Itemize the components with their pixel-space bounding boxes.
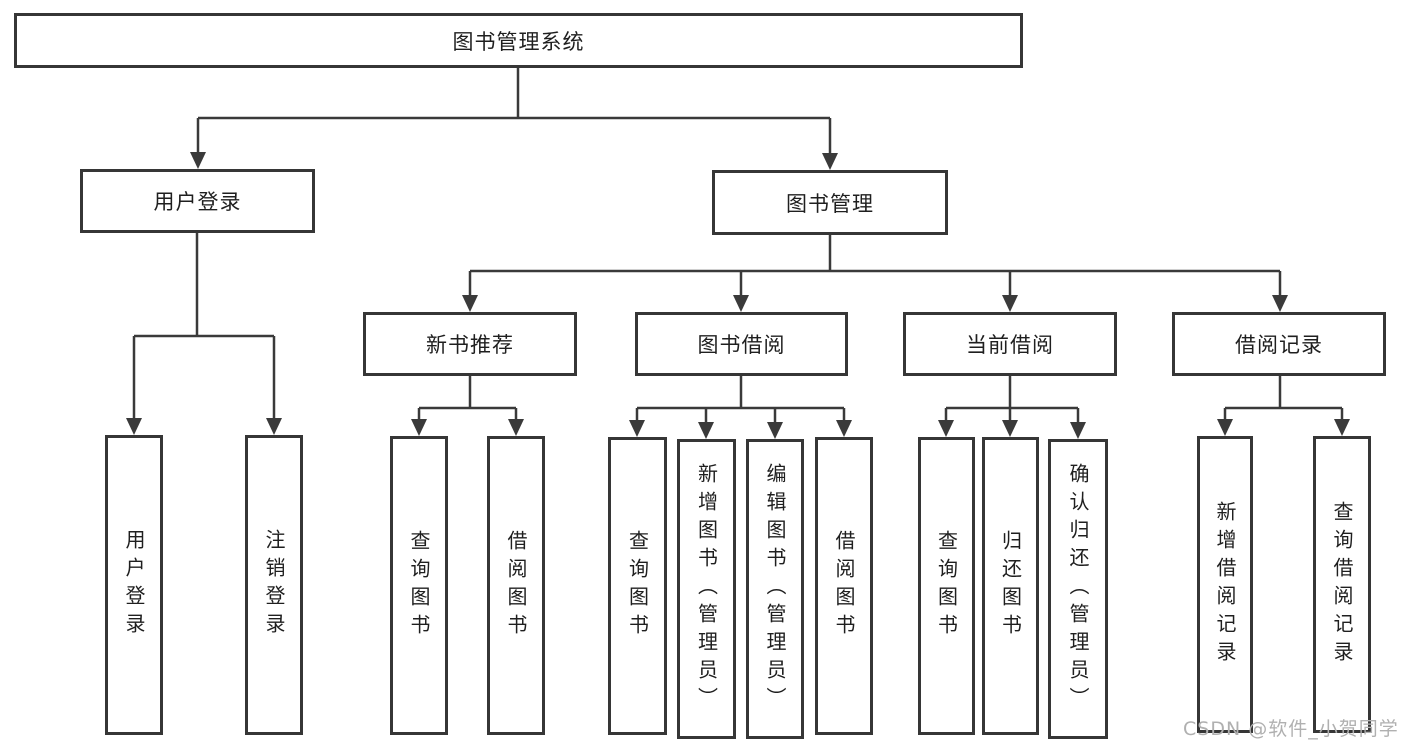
leaf-label: 注销登录	[262, 529, 286, 641]
leaf-label: 查询借阅记录	[1330, 500, 1354, 669]
leaf-edit-book-admin: 编辑图书（管理员）	[746, 439, 804, 739]
node-borrow-record: 借阅记录	[1172, 312, 1386, 376]
leaf-label: 归还图书	[998, 530, 1023, 642]
leaf-label: 确认归还（管理员）	[1066, 463, 1090, 715]
leaf-return-book: 归还图书	[982, 437, 1039, 735]
node-label: 用户登录	[153, 190, 242, 214]
leaf-label: 编辑图书（管理员）	[763, 463, 787, 715]
node-user-login: 用户登录	[80, 169, 315, 233]
leaf-label: 新增借阅记录	[1213, 500, 1237, 669]
leaf-label: 用户登录	[122, 529, 146, 641]
leaf-borrow-books: 借阅图书	[815, 437, 873, 735]
leaf-add-borrow-record: 新增借阅记录	[1197, 436, 1253, 733]
node-library-management-system: 图书管理系统	[14, 13, 1023, 68]
leaf-query-borrow-record: 查询借阅记录	[1313, 436, 1371, 733]
leaf-query-books-borrow: 查询图书	[608, 437, 667, 735]
leaf-query-books-recommend: 查询图书	[390, 436, 448, 735]
node-label: 新书推荐	[426, 333, 514, 357]
node-book-management: 图书管理	[712, 170, 948, 235]
node-label: 借阅记录	[1235, 333, 1323, 357]
leaf-label: 查询图书	[407, 529, 431, 642]
leaf-add-book-admin: 新增图书（管理员）	[677, 439, 736, 739]
leaf-label: 借阅图书	[832, 530, 856, 642]
node-label: 当前借阅	[966, 333, 1054, 357]
leaf-label: 新增图书（管理员）	[694, 463, 719, 715]
leaf-label: 查询图书	[934, 530, 959, 642]
node-label: 图书管理系统	[452, 29, 585, 54]
leaf-confirm-return-admin: 确认归还（管理员）	[1048, 439, 1108, 739]
leaf-user-login: 用户登录	[105, 435, 163, 735]
leaf-query-books-current: 查询图书	[918, 437, 975, 735]
csdn-watermark: CSDN @软件_小贺同学	[1183, 718, 1399, 740]
node-new-book-recommend: 新书推荐	[363, 312, 577, 376]
node-current-borrow: 当前借阅	[903, 312, 1117, 376]
node-book-borrow: 图书借阅	[635, 312, 848, 376]
node-label: 图书管理	[786, 191, 874, 216]
leaf-label: 借阅图书	[504, 529, 528, 642]
node-label: 图书借阅	[697, 333, 786, 357]
leaf-logout: 注销登录	[245, 435, 303, 735]
leaf-borrow-books-recommend: 借阅图书	[487, 436, 545, 735]
leaf-label: 查询图书	[625, 530, 650, 642]
